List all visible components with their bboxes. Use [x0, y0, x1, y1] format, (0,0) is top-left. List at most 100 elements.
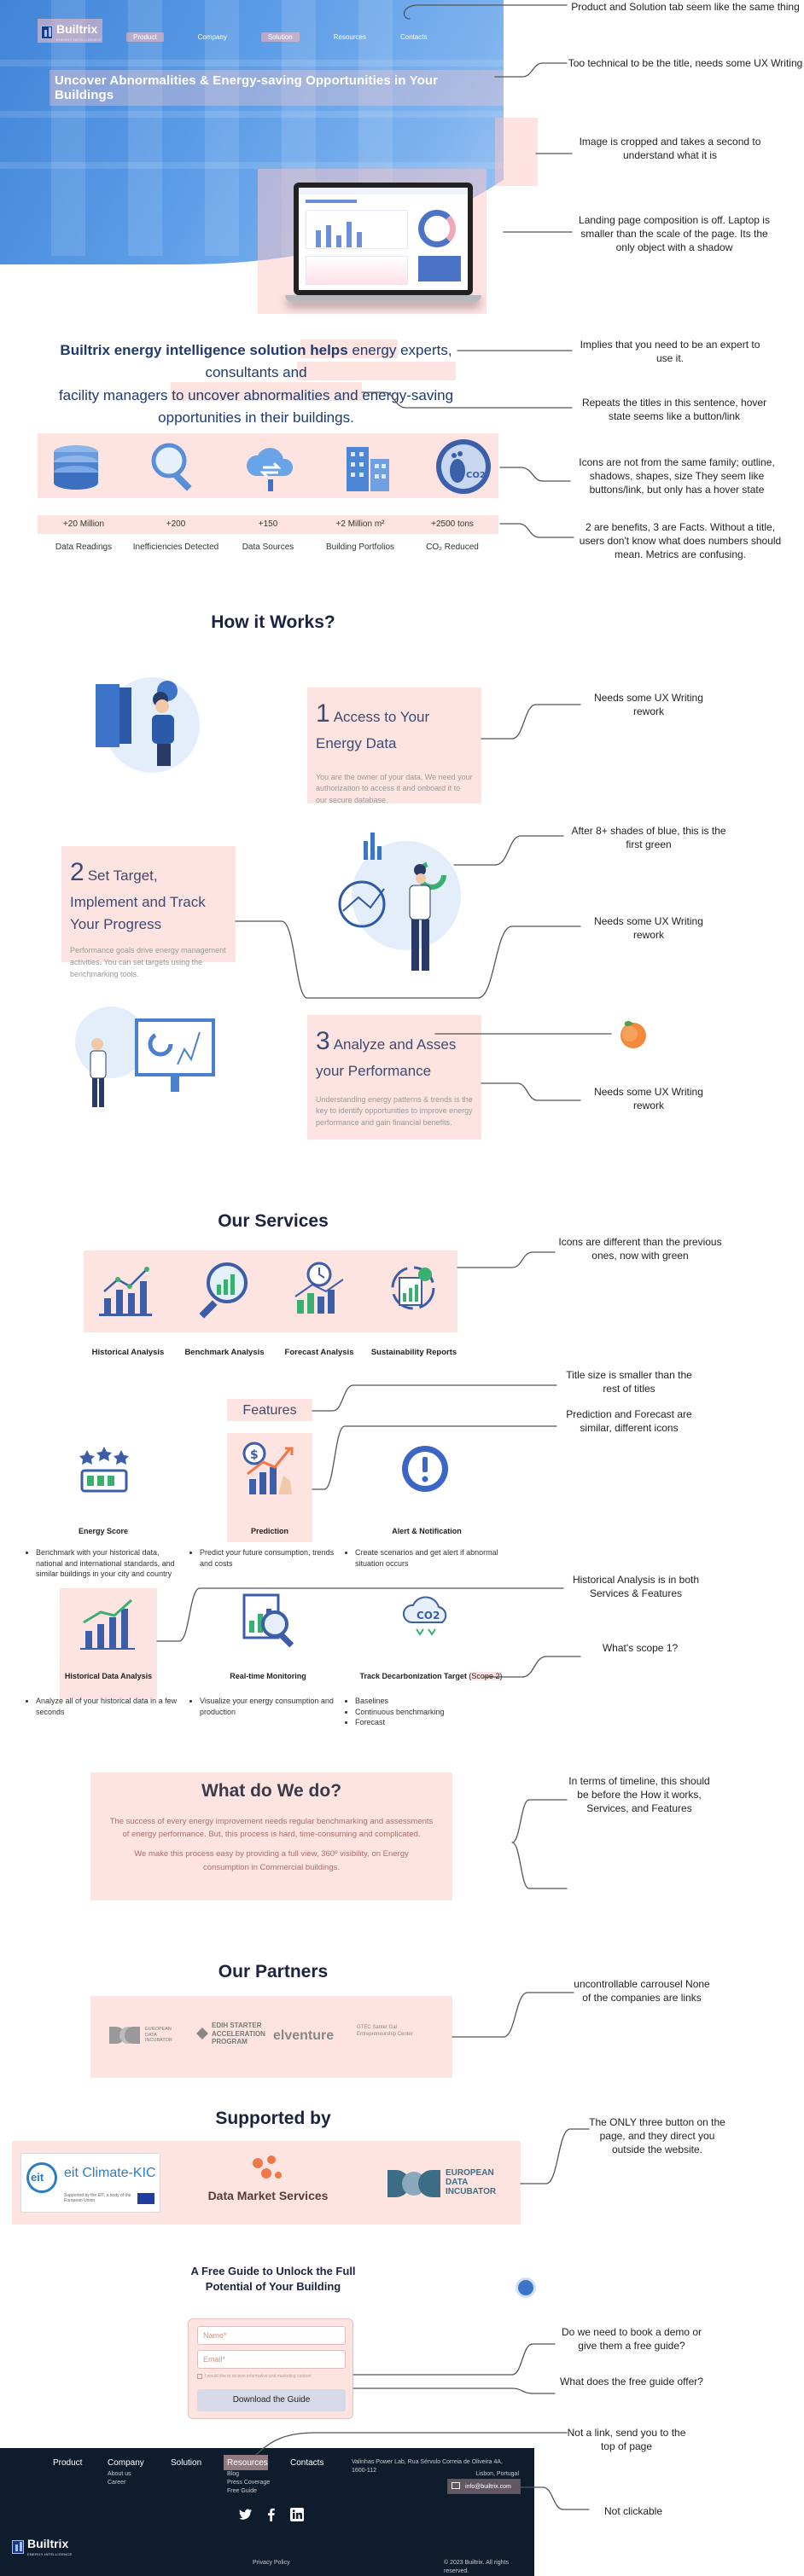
benchmark-analysis-icon[interactable] — [193, 1259, 254, 1320]
annotation-note: uncontrollable carrousel None of the com… — [574, 1978, 710, 2005]
stat-value: +20 Million — [62, 519, 105, 529]
hero-title: Uncover Abnormalities & Energy-saving Op… — [50, 70, 504, 106]
guide-form: Name* Email* I would like to receive inf… — [188, 2318, 353, 2419]
magnifier-icon[interactable] — [143, 437, 203, 496]
footer-nav-resources[interactable]: Resources — [227, 2458, 268, 2468]
footer-press-link[interactable]: Press Coverage — [227, 2479, 271, 2486]
annotation-note: The ONLY three button on the page, and t… — [589, 2116, 725, 2156]
email-input[interactable]: Email* — [197, 2350, 346, 2369]
annotation-note: Icons are not from the same family; outl… — [579, 456, 775, 496]
nav-resources[interactable]: Resources — [333, 33, 366, 41]
stat-label: Data Readings — [55, 542, 113, 552]
annotation-note: Too technical to be the title, needs som… — [568, 57, 803, 69]
intro-highlight-1 — [300, 339, 398, 358]
consent-checkbox[interactable] — [197, 2374, 202, 2379]
nav-product[interactable]: Product — [126, 32, 164, 42]
annotation-note: Implies that you need to be an expert to… — [580, 339, 760, 365]
step3-text: Understanding energy patterns & trends i… — [316, 1094, 473, 1128]
footer-career-link[interactable]: Career — [108, 2479, 126, 2486]
historical-analysis-icon[interactable] — [96, 1259, 157, 1320]
laptop-base — [285, 295, 481, 302]
chat-bubble-icon[interactable] — [516, 2277, 536, 2298]
footer-nav-product[interactable]: Product — [53, 2458, 83, 2468]
feature-bullets: Analyze all of your historical data in a… — [27, 1696, 189, 1717]
annotation-note: Product and Solution tab seem like the s… — [571, 1, 800, 13]
step1-text: You are the owner of your data. We need … — [316, 772, 473, 805]
climate-kic-logo[interactable]: eit eit Climate-KIC Supported by the EIT… — [20, 2153, 160, 2213]
realtime-monitoring-icon — [239, 1590, 299, 1650]
guide-title: A Free Guide to Unlock the Full Potentia… — [190, 2265, 356, 2294]
scope-label: (Scope 2) — [469, 1672, 503, 1680]
sustainability-reports-icon[interactable] — [382, 1259, 444, 1320]
energy-score-icon — [77, 1447, 131, 1494]
annotation-note: Needs some UX Writing rework — [594, 1086, 703, 1112]
data-market-services-logo[interactable]: Data Market Services — [200, 2155, 336, 2214]
stat-label: Building Portfolios — [325, 542, 395, 552]
nav-contacts[interactable]: Contacts — [400, 33, 428, 41]
footer-company-links: About us Career — [108, 2470, 131, 2487]
download-guide-button[interactable]: Download the Guide — [197, 2389, 346, 2411]
footer-nav-company[interactable]: Company — [108, 2458, 144, 2468]
alert-icon — [399, 1443, 451, 1494]
hero-section: Builtrix ENERGY INTELLIGENCE Product Comp… — [0, 0, 504, 281]
linkedin-icon[interactable] — [290, 2508, 304, 2521]
feature-bullets: Create scenarios and get alert if abnorm… — [347, 1547, 509, 1569]
service-label: Benchmark Analysis — [184, 1348, 265, 1357]
feature-title: Prediction — [250, 1527, 288, 1535]
svg-text:CO2: CO2 — [417, 1610, 440, 1622]
feature-title: Historical Data Analysis — [64, 1672, 153, 1680]
partner-logo: EUROPEAN DATA INCUBATOR — [108, 2025, 179, 2045]
footer-guide-link[interactable]: Free Guide — [227, 2487, 258, 2494]
partners-carousel[interactable]: EUROPEAN DATA INCUBATOR EDIH STARTER ACC… — [90, 1996, 452, 2078]
cloud-sync-icon[interactable] — [241, 437, 300, 496]
brand-logo[interactable]: Builtrix ENERGY INTELLIGENCE — [41, 22, 102, 42]
brand-name: Builtrix — [56, 22, 98, 36]
facebook-icon[interactable] — [265, 2508, 278, 2521]
laptop-mockup — [285, 183, 481, 309]
step3-title: Analyze and Asses your Performance — [316, 1036, 457, 1079]
prediction-icon: $ — [241, 1442, 300, 1496]
step2-title: Set Target, Implement and Track Your Pro… — [70, 867, 206, 932]
privacy-policy-link[interactable]: Privacy Policy — [253, 2560, 290, 2566]
database-icon[interactable] — [46, 437, 106, 496]
footer-nav-solution[interactable]: Solution — [171, 2458, 202, 2468]
stat-label: CO₂ Reduced — [426, 542, 479, 552]
annotation-note: 2 are benefits, 3 are Facts. Without a t… — [579, 521, 782, 561]
footer-resources-links: Blog Press Coverage Free Guide — [227, 2470, 270, 2495]
nav-solution[interactable]: Solution — [260, 32, 300, 42]
annotation-note: Needs some UX Writing rework — [594, 692, 703, 718]
service-label: Forecast Analysis — [284, 1348, 354, 1357]
name-input[interactable]: Name* — [197, 2326, 346, 2345]
annotation-note: Needs some UX Writing rework — [594, 915, 703, 942]
what-paragraph-1: The success of every energy improvement … — [109, 1817, 434, 1840]
feature-title: Real-time Monitoring — [230, 1672, 306, 1680]
co2-footprint-icon[interactable]: CO2 — [434, 437, 493, 496]
brand-tagline: ENERGY INTELLIGENCE — [56, 38, 102, 42]
partners-title: Our Partners — [218, 1962, 329, 1981]
what-card: What do We do? The success of every ener… — [90, 1772, 452, 1900]
copyright: © 2023 Builtrix. All rights reserved. — [444, 2560, 509, 2574]
forecast-analysis-icon[interactable] — [288, 1259, 350, 1320]
historical-data-highlight — [60, 1588, 157, 1699]
footer-about-link[interactable]: About us — [108, 2471, 131, 2477]
footer-brand-name: Builtrix — [27, 2537, 69, 2550]
svg-text:CO2: CO2 — [466, 471, 486, 480]
supported-title: Supported by — [215, 2109, 331, 2128]
consent-row: I would like to receive informative and … — [197, 2374, 312, 2379]
social-links — [239, 2508, 304, 2521]
footer-blog-link[interactable]: Blog — [227, 2471, 240, 2477]
feature-title-track: Track Decarbonization Target (Scope 2) — [359, 1672, 503, 1680]
step1-illustration — [85, 665, 213, 776]
twitter-icon[interactable] — [239, 2508, 253, 2521]
step2-illustration — [324, 829, 478, 991]
buildings-icon[interactable] — [338, 437, 398, 496]
footer-nav-contacts[interactable]: Contacts — [290, 2458, 324, 2468]
what-paragraph-2: We make this process easy by providing a… — [134, 1849, 409, 1872]
nav-company[interactable]: Company — [197, 33, 227, 41]
annotation-note: Not a link, send you to the top of page — [567, 2427, 686, 2453]
what-title: What do We do? — [201, 1781, 342, 1801]
european-data-incubator-logo[interactable]: EUROPEAN DATA INCUBATOR — [386, 2158, 514, 2209]
